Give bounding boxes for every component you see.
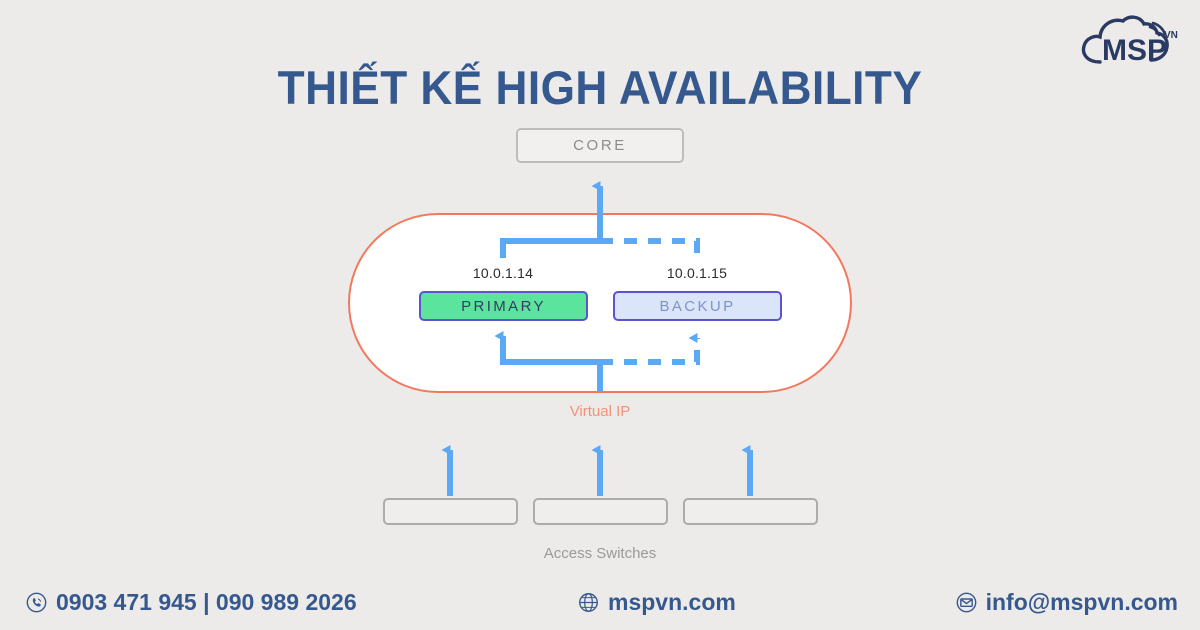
core-node-label: CORE: [573, 137, 627, 154]
footer-website-text: mspvn.com: [608, 588, 736, 615]
footer-phone-text: 0903 471 945 | 090 989 2026: [56, 588, 357, 615]
primary-node: PRIMARY: [419, 291, 588, 321]
msp-logo-text: MSP: [1102, 34, 1167, 67]
phone-icon: [26, 592, 47, 613]
primary-ip-label: 10.0.1.14: [472, 265, 534, 281]
footer-email[interactable]: info@mspvn.com: [956, 574, 1178, 630]
virtual-ip-label: Virtual IP: [569, 403, 631, 420]
envelope-icon: [956, 592, 977, 613]
access-switch-3: [683, 498, 818, 525]
msp-logo-superscript: VN: [1164, 30, 1178, 41]
backup-node-label: BACKUP: [659, 297, 736, 315]
page-title: THIẾT KẾ HIGH AVAILABILITY: [277, 61, 923, 114]
access-switch-2: [533, 498, 668, 525]
footer-phone[interactable]: 0903 471 945 | 090 989 2026: [26, 574, 357, 630]
access-switch-1: [383, 498, 518, 525]
access-switches-label: Access Switches: [543, 545, 657, 562]
primary-node-label: PRIMARY: [461, 297, 546, 315]
globe-icon: [578, 592, 599, 613]
core-node: CORE: [516, 128, 684, 163]
footer-website[interactable]: mspvn.com: [578, 574, 736, 630]
backup-ip-label: 10.0.1.15: [666, 265, 728, 281]
msp-logo: MSP VN: [1078, 12, 1182, 74]
msp-logo-svg: MSP VN: [1081, 15, 1178, 67]
backup-node: BACKUP: [613, 291, 782, 321]
footer-email-text: info@mspvn.com: [985, 588, 1178, 615]
